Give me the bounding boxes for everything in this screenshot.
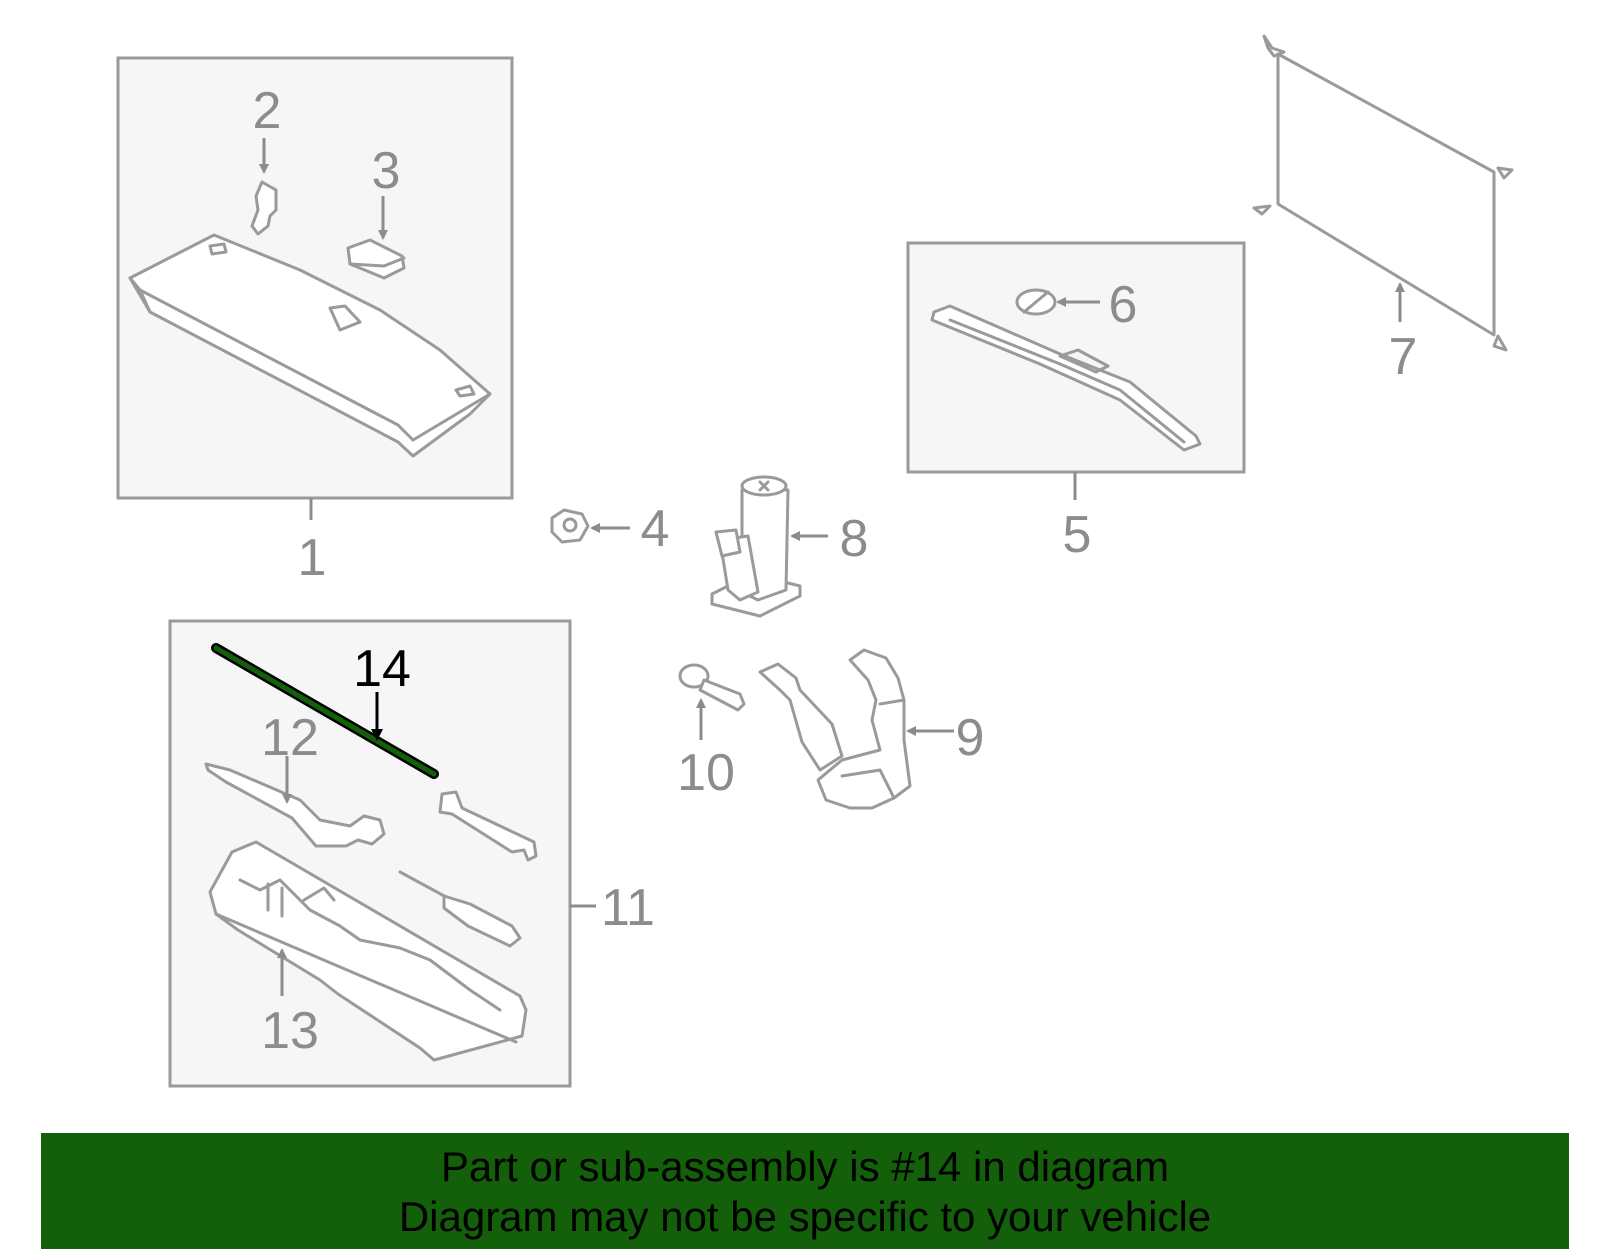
- callout-7: 7: [1389, 328, 1418, 386]
- jack-part-8[interactable]: [710, 475, 802, 618]
- clip-part-2[interactable]: [250, 180, 278, 236]
- banner-line-2: Diagram may not be specific to your vehi…: [398, 1193, 1212, 1240]
- callout-11: 11: [601, 879, 655, 937]
- callout-5: 5: [1063, 506, 1092, 564]
- info-banner: Part or sub-assembly is #14 in diagram D…: [41, 1133, 1569, 1249]
- callout-8: 8: [840, 510, 869, 568]
- callout-1: 1: [298, 529, 327, 587]
- jack-handle-part-12[interactable]: [204, 762, 386, 848]
- callout-13: 13: [261, 1002, 319, 1060]
- rod-part-14-highlighted[interactable]: [211, 643, 439, 779]
- callout-12: 12: [261, 709, 319, 767]
- callout-6: 6: [1109, 276, 1138, 334]
- bolt-part-10[interactable]: [678, 663, 746, 712]
- retainer-part-4[interactable]: [550, 508, 590, 544]
- trim-panel-part-5[interactable]: [930, 304, 1202, 452]
- callout-14: 14: [353, 640, 411, 698]
- screwdriver-tool[interactable]: [398, 870, 522, 948]
- pad-part-3[interactable]: [346, 238, 406, 280]
- cargo-net-part-7[interactable]: [1252, 34, 1514, 352]
- plug-part-6[interactable]: [1015, 288, 1057, 316]
- callout-2: 2: [253, 82, 282, 140]
- banner-line-1: Part or sub-assembly is #14 in diagram: [440, 1143, 1170, 1190]
- callout-10: 10: [677, 744, 735, 802]
- callout-4: 4: [641, 500, 670, 558]
- tool-tray-part-13[interactable]: [208, 840, 528, 1062]
- callout-3: 3: [372, 142, 401, 200]
- bracket-part-9[interactable]: [758, 648, 912, 810]
- callout-9: 9: [956, 709, 985, 767]
- wrench-tool[interactable]: [438, 790, 538, 862]
- package-tray-part[interactable]: [128, 233, 492, 458]
